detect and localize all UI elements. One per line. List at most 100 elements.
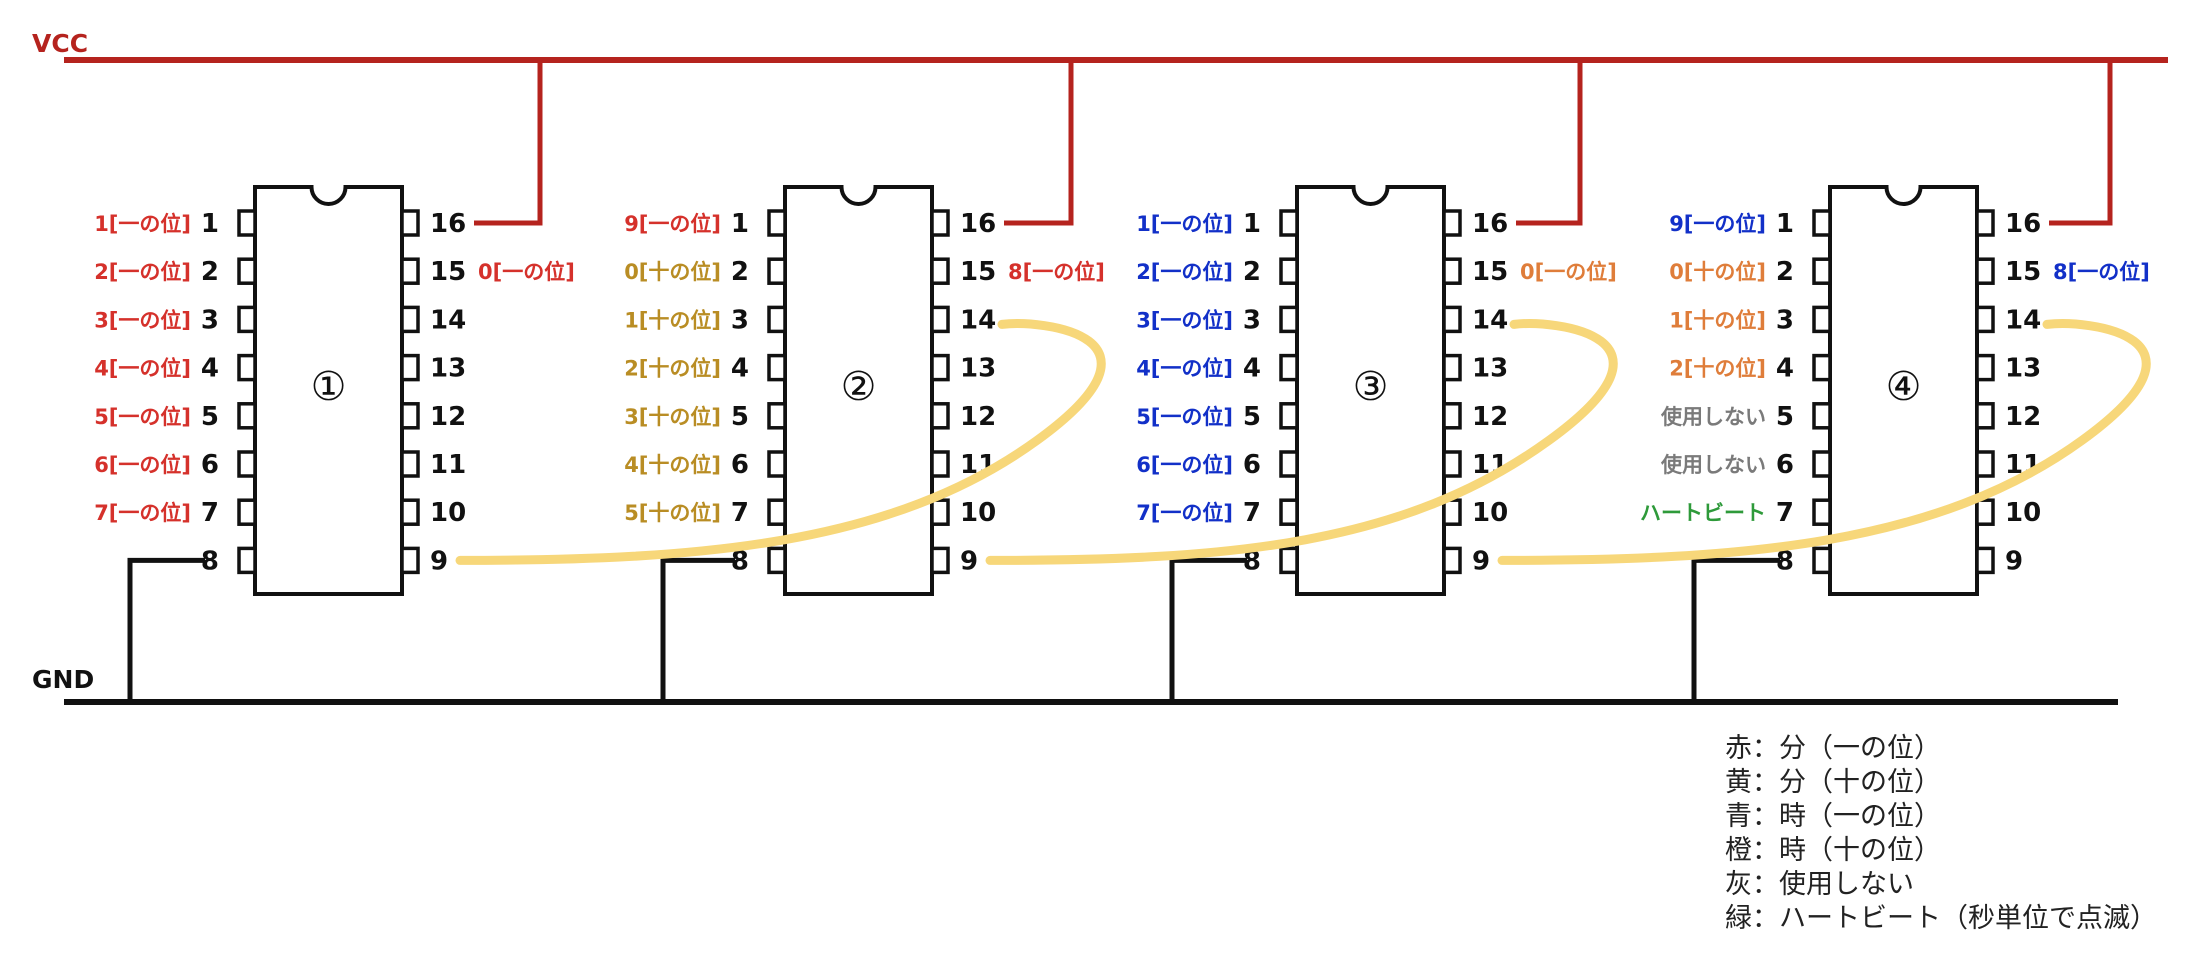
ic-body [783, 185, 934, 596]
gnd-connection [127, 557, 205, 702]
pin-number-left: 7 [201, 498, 219, 528]
segment-label: 7[一の位] [1136, 501, 1233, 525]
pin-number-left: 7 [731, 498, 749, 528]
power-rails: VCC GND [32, 29, 2168, 705]
pin-number-left: 6 [1243, 450, 1261, 480]
pin-number-right: 13 [430, 354, 466, 384]
pin-number-right: 15 [2005, 257, 2041, 287]
legend-item: 橙：時（十の位） [1725, 835, 1941, 866]
chip-number-label: ② [841, 364, 877, 410]
pin-right [1975, 498, 1995, 526]
pin-number-left: 2 [1776, 257, 1794, 287]
pin-number-left: 3 [731, 305, 749, 335]
pin-left [237, 353, 257, 382]
vcc-label: VCC [32, 29, 88, 58]
pin-number-left: 6 [201, 450, 219, 480]
pin-number-right: 10 [960, 498, 996, 528]
segment-label: 5[一の位] [1136, 405, 1233, 429]
segment-label: 3[一の位] [1136, 308, 1233, 332]
segment-label: 7[一の位] [94, 501, 191, 525]
pin-left [237, 498, 257, 526]
pin-number-left: 7 [1776, 498, 1794, 528]
pin-left [1812, 546, 1832, 575]
legend-item: 青：時（一の位） [1725, 801, 1941, 832]
pin-right [400, 257, 420, 285]
pin-number-left: 8 [201, 546, 219, 576]
gnd-label: GND [32, 665, 94, 694]
pin-right [400, 498, 420, 526]
pin-number-right: 14 [2005, 305, 2041, 335]
pin-number-left: 4 [1243, 354, 1261, 384]
pin-left [767, 257, 787, 285]
pin-number-left: 2 [1243, 257, 1261, 287]
pin-number-right: 9 [960, 546, 978, 576]
pin-right [1975, 209, 1995, 237]
segment-label: 4[一の位] [1136, 357, 1233, 381]
segment-label: 1[十の位] [624, 308, 721, 332]
pin-number-left: 1 [1243, 209, 1261, 239]
gnd-connection [1691, 557, 1780, 702]
pin-number-right: 13 [2005, 354, 2041, 384]
pin-number-right: 15 [1472, 257, 1508, 287]
pin-right [1442, 353, 1462, 382]
pin-number-left: 3 [201, 305, 219, 335]
pin-number-left: 4 [201, 354, 219, 384]
pin-left [237, 402, 257, 430]
legend-item: 灰：使用しない [1725, 869, 1914, 900]
pin-number-left: 1 [731, 209, 749, 239]
pin-number-left: 5 [201, 402, 219, 432]
pin-right [1975, 546, 1995, 575]
segment-label: 0[十の位] [624, 260, 721, 284]
pin-right [1975, 257, 1995, 285]
pin-number-left: 4 [1776, 354, 1794, 384]
pin-number-right: 15 [960, 257, 996, 287]
segment-label: 9[一の位] [624, 212, 721, 236]
pin-left [1812, 257, 1832, 285]
pin15-label: 8[一の位] [2053, 260, 2150, 284]
serial-data-wire [985, 319, 1618, 565]
pin-right [1975, 450, 1995, 478]
pin-number-right: 14 [960, 305, 996, 335]
pin-number-right: 10 [2005, 498, 2041, 528]
pin-right [930, 257, 950, 285]
pin-left [1279, 257, 1299, 285]
pin-left [1279, 353, 1299, 382]
pin-right [930, 305, 950, 334]
pin-right [930, 450, 950, 478]
pin-number-right: 9 [1472, 546, 1490, 576]
pin-left [767, 450, 787, 478]
pin-number-left: 6 [1776, 450, 1794, 480]
legend-item: 緑：ハートビート（秒単位で点滅） [1725, 903, 2157, 934]
pin15-label: 8[一の位] [1008, 260, 1105, 284]
segment-label: 4[一の位] [94, 357, 191, 381]
segment-label: 1[十の位] [1669, 308, 1766, 332]
pin-number-left: 2 [201, 257, 219, 287]
pin-left [767, 305, 787, 334]
pin-number-left: 2 [731, 257, 749, 287]
pin-right [1442, 402, 1462, 430]
segment-label: 6[一の位] [1136, 453, 1233, 477]
pin-right [1442, 257, 1462, 285]
pin-number-left: 1 [201, 209, 219, 239]
segment-label: 5[十の位] [624, 501, 721, 525]
pin-right [1975, 353, 1995, 382]
pin-number-right: 13 [960, 354, 996, 384]
pin15-label: 0[一の位] [478, 260, 575, 284]
segment-label: 6[一の位] [94, 453, 191, 477]
pin-right [930, 546, 950, 575]
segment-label: 0[十の位] [1669, 260, 1766, 284]
chip-number-label: ③ [1353, 364, 1389, 410]
pin-left [1812, 402, 1832, 430]
chip-number-label: ④ [1886, 364, 1922, 410]
pin-number-right: 12 [2005, 402, 2041, 432]
segment-label: 2[十の位] [1669, 357, 1766, 381]
pin-right [1975, 305, 1995, 334]
pin-number-left: 5 [1776, 402, 1794, 432]
serial-data-wire [455, 319, 1106, 565]
pin-left [767, 546, 787, 575]
segment-label: 2[一の位] [1136, 260, 1233, 284]
pin-right [1442, 305, 1462, 334]
